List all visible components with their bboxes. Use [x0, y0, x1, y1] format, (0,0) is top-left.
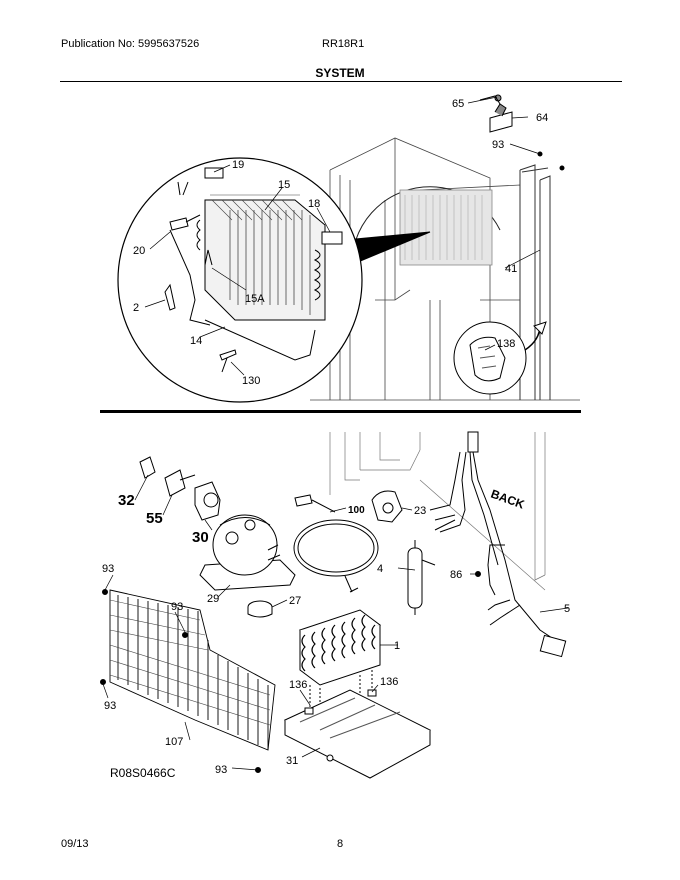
side-panel-41: [519, 164, 551, 400]
part-2: [164, 283, 176, 311]
drawing-code: R08S0466C: [110, 766, 176, 780]
base-pan-31: [283, 689, 432, 779]
callout-136-left: 136: [289, 679, 307, 691]
callout-93-top: 93: [492, 139, 504, 151]
callout-19: 19: [232, 159, 244, 171]
evaporator-coil-15: [196, 194, 326, 321]
compressor-29: [199, 514, 296, 591]
upper-leaders: [144, 96, 541, 376]
section-title: SYSTEM: [315, 66, 365, 80]
callout-93-b: 93: [171, 601, 183, 613]
callout-41: 41: [505, 263, 517, 275]
callout-15a: 15A: [245, 293, 265, 305]
callout-29: 29: [207, 593, 219, 605]
callout-100: 100: [348, 505, 365, 516]
screw-93-c: [100, 679, 106, 685]
callout-27: 27: [289, 595, 301, 607]
callout-65: 65: [452, 98, 464, 110]
cabinet-back: [329, 432, 546, 591]
callout-64: 64: [536, 112, 548, 124]
screw-93-a: [102, 589, 108, 595]
rack-107: [109, 589, 276, 751]
screw-93-b: [182, 632, 188, 638]
part-20: [169, 217, 189, 231]
drain-line: [169, 229, 211, 326]
wiring-harness-5: [429, 431, 567, 658]
condenser-coil-1: [298, 609, 382, 715]
relay-overload-group: [139, 456, 221, 521]
header-rule: [60, 81, 622, 82]
callout-86: 86: [450, 569, 462, 581]
part-15a: [204, 249, 213, 266]
section-divider: [100, 410, 581, 413]
heater-wire: [177, 181, 189, 196]
callout-55: 55: [146, 510, 163, 527]
callout-4: 4: [377, 563, 383, 575]
callout-32: 32: [118, 492, 135, 509]
screw-93-right: [559, 165, 565, 171]
callout-107: 107: [165, 736, 183, 748]
callout-20: 20: [133, 245, 145, 257]
publication-number: Publication No: 5995637526: [61, 38, 200, 50]
lower-leaders: [102, 474, 569, 771]
part-130: [219, 349, 237, 373]
drier-4: [407, 540, 436, 615]
callout-1: 1: [394, 640, 400, 652]
callout-130: 130: [242, 375, 260, 387]
callout-18: 18: [308, 198, 320, 210]
label-back: BACK: [489, 487, 527, 512]
callout-5: 5: [564, 603, 570, 615]
callout-93-c: 93: [104, 700, 116, 712]
footer-date: 09/13: [61, 838, 89, 850]
tube-14: [204, 319, 316, 361]
callout-93-d: 93: [215, 764, 227, 776]
part-19: [204, 167, 224, 179]
model-number: RR18R1: [322, 38, 365, 50]
callout-15: 15: [278, 179, 290, 191]
callout-136-right: 136: [380, 676, 398, 688]
page-number: 8: [337, 838, 344, 850]
callout-138: 138: [497, 338, 515, 350]
callout-93-a: 93: [102, 563, 114, 575]
part-18: [321, 231, 343, 245]
callout-30: 30: [192, 529, 209, 546]
callout-14: 14: [190, 335, 202, 347]
power-cord-100: [293, 494, 379, 593]
bracket-64: [479, 94, 513, 133]
callout-31: 31: [286, 755, 298, 767]
callout-2: 2: [133, 302, 139, 314]
callout-23: 23: [414, 505, 426, 517]
